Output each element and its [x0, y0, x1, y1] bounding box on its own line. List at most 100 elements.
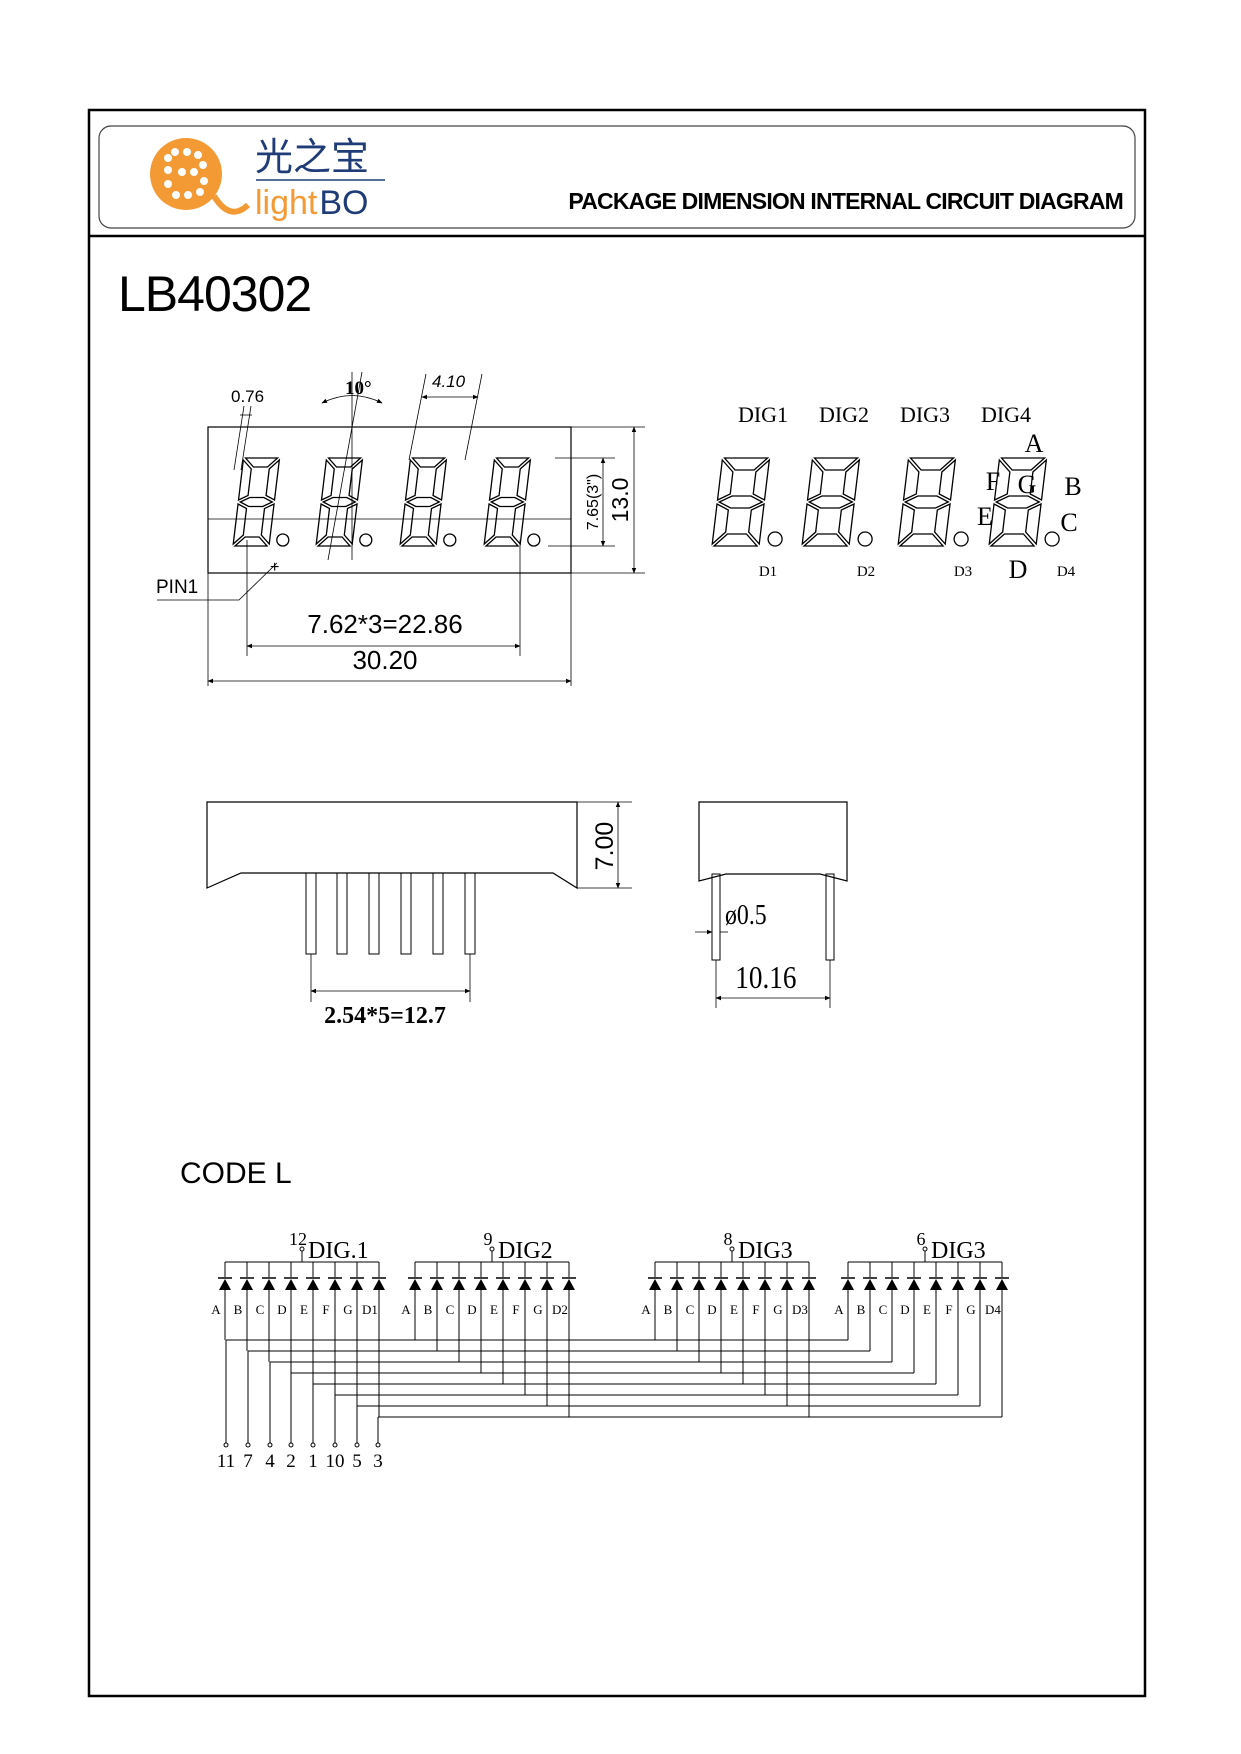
segment-e [232, 502, 248, 546]
dp-label: D2 [857, 564, 875, 580]
pin-node [332, 1442, 338, 1448]
segment-a [723, 457, 770, 471]
led-diode [541, 1279, 553, 1290]
segment-map: DIG1 DIG2 DIG3 DIG4 D1 D2 D3 D4 A B C D … [711, 402, 1082, 584]
segment-g [903, 495, 950, 509]
seven-segment-digit [315, 457, 373, 547]
led-diode [373, 1279, 385, 1290]
segment-label-d: D [1009, 555, 1028, 584]
segment-a [244, 457, 280, 468]
dim-pitch: 7.62*3=22.86 [307, 609, 462, 639]
segment-c [1025, 502, 1042, 546]
pin-node [922, 1246, 928, 1252]
pin-node [267, 1442, 273, 1448]
segment-g [405, 496, 441, 508]
segment-g [807, 495, 854, 509]
seven-segment-digit [483, 457, 541, 547]
segment-c [933, 502, 951, 546]
anode-label: D4 [985, 1302, 1001, 1317]
dp-label: D3 [954, 564, 972, 580]
circuit-title: CODE L [180, 1157, 292, 1190]
front-digits [232, 457, 541, 547]
dp-label: D4 [1057, 564, 1076, 580]
anode-label: C [879, 1302, 888, 1317]
digit-group-label: DIG.1 [308, 1238, 369, 1264]
segment-pin-number: 1 [308, 1451, 318, 1472]
seven-segment-digit [988, 457, 1060, 547]
pins-side [305, 872, 476, 955]
logo-light-text: light [255, 184, 318, 222]
segment-b [432, 458, 448, 502]
segment-label-c: C [1060, 508, 1077, 537]
pin-node [354, 1442, 360, 1448]
led-diode [737, 1279, 749, 1290]
map-digits [711, 457, 1060, 547]
segment-b [1029, 458, 1048, 502]
led-diode [952, 1279, 964, 1290]
seven-segment-digit [897, 457, 969, 547]
segment-c [427, 502, 442, 546]
segment-pin-number: 5 [352, 1451, 362, 1472]
segment-f [404, 458, 419, 502]
anode-label: D [900, 1302, 909, 1317]
pin-node [223, 1442, 229, 1448]
dig-label: DIG4 [981, 402, 1031, 427]
decimal-point [1044, 531, 1060, 547]
digit-group-label: DIG3 [738, 1238, 793, 1264]
led-diode [431, 1279, 443, 1290]
segment-d [802, 533, 849, 547]
anode-label: E [490, 1302, 498, 1317]
segment-b [348, 458, 364, 502]
side-view: 7.00 2.54*5=12.7 [206, 801, 632, 1029]
pin-node [299, 1246, 305, 1252]
segment-b [842, 458, 861, 502]
led-diode [864, 1279, 876, 1290]
pin-node [729, 1246, 735, 1252]
led-diode [497, 1279, 509, 1290]
segment-e [897, 502, 916, 546]
led-diode [453, 1279, 465, 1290]
led-diode [263, 1279, 275, 1290]
display-body-outline [207, 426, 572, 574]
anode-label: B [857, 1302, 866, 1317]
segment-f [902, 458, 920, 502]
led-diode [996, 1279, 1008, 1290]
segment-pin-number: 3 [373, 1451, 383, 1472]
decimal-point [857, 531, 873, 547]
anode-label: G [966, 1302, 975, 1317]
segment-d [233, 536, 269, 547]
common-pin-number: 12 [289, 1229, 307, 1249]
pin-node [245, 1442, 251, 1448]
led-diode [241, 1279, 253, 1290]
segment-e [988, 502, 1007, 546]
segment-d [898, 533, 945, 547]
led-diode [409, 1279, 421, 1290]
brand-logo: 光之宝 lightBO [150, 135, 385, 222]
svg-text:lightBO: lightBO [255, 184, 369, 222]
anode-label: F [945, 1302, 952, 1317]
dp-label: D1 [759, 564, 777, 580]
led-diode [974, 1279, 986, 1290]
led-diode [649, 1279, 661, 1290]
anode-label: E [923, 1302, 931, 1317]
led-diode [715, 1279, 727, 1290]
led-diode [693, 1279, 705, 1290]
anode-label: A [401, 1302, 411, 1317]
segment-pin-number: 10 [326, 1451, 345, 1472]
segment-a [1000, 457, 1047, 471]
pin-node [375, 1442, 381, 1448]
segment-c [343, 502, 358, 546]
anode-label: G [343, 1302, 352, 1317]
anode-label: A [834, 1302, 844, 1317]
end-view: ø0.5 10.16 [695, 801, 848, 1008]
anode-label: A [641, 1302, 651, 1317]
anode-label: D1 [362, 1302, 378, 1317]
document-title: PACKAGE DIMENSION INTERNAL CIRCUIT DIAGR… [568, 188, 1123, 214]
led-diode [285, 1279, 297, 1290]
decimal-point [359, 533, 373, 547]
svg-text:+: + [270, 559, 279, 576]
anode-label: A [211, 1302, 221, 1317]
segment-e [315, 502, 331, 546]
